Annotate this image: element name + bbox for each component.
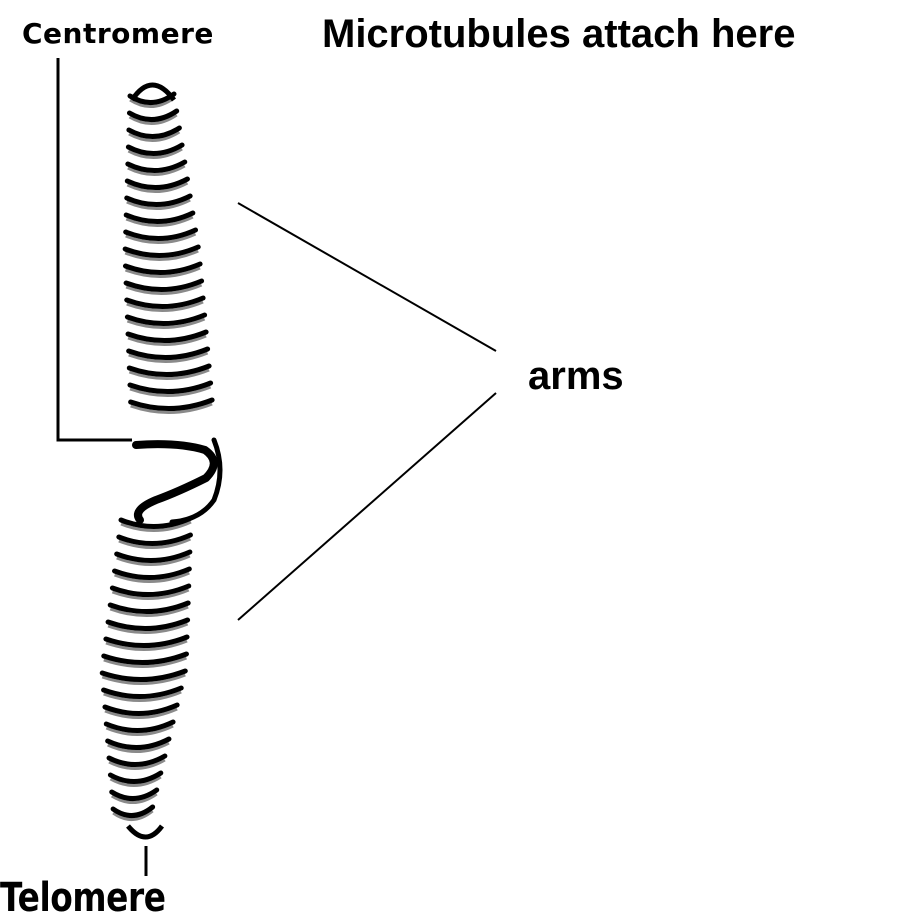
centromere-leader-line bbox=[58, 58, 132, 440]
centromere-label: Centromere bbox=[22, 20, 214, 48]
centromere-constriction bbox=[136, 444, 214, 520]
telomere-label: Telomere bbox=[0, 878, 166, 918]
arms-lower-pointer bbox=[238, 393, 496, 620]
microtubules-label: Microtubules attach here bbox=[322, 14, 795, 54]
arms-upper-pointer bbox=[238, 203, 496, 351]
chromosome bbox=[102, 85, 220, 837]
telomere-tip bbox=[128, 826, 162, 837]
arms-label: arms bbox=[528, 356, 624, 396]
